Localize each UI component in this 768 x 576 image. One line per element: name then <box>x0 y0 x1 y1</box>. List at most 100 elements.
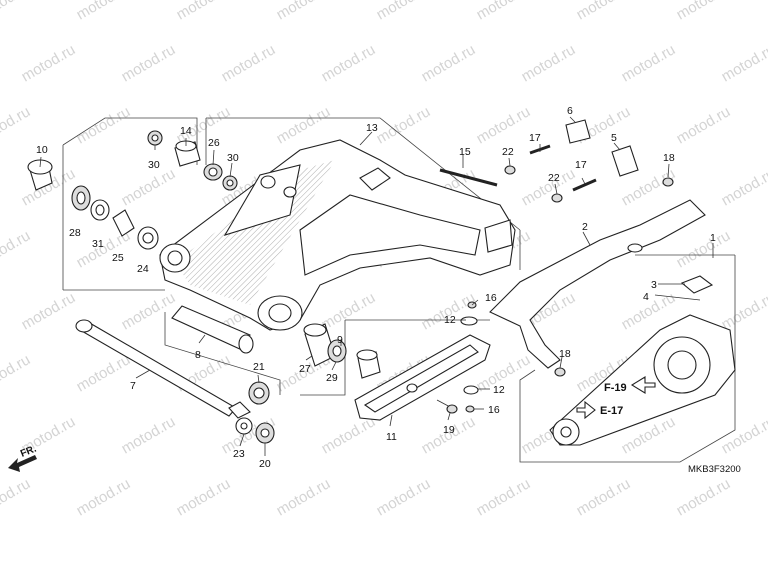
pivot-bolt-7 <box>75 319 251 419</box>
watermark-text: motod.ru <box>274 0 334 23</box>
callout-22a: 22 <box>502 146 514 158</box>
callout-11: 11 <box>386 431 397 443</box>
watermark-text: motod.ru <box>319 413 379 457</box>
watermark-text: motod.ru <box>119 165 179 209</box>
watermark-text: motod.ru <box>0 0 33 23</box>
chain-slider-11 <box>354 334 491 421</box>
watermark-text: motod.ru <box>174 475 234 519</box>
callout-4: 4 <box>643 291 649 303</box>
leader-lines <box>39 116 714 456</box>
watermark-text: motod.ru <box>674 103 734 147</box>
watermark-text: motod.ru <box>574 0 634 23</box>
callout-21: 21 <box>253 361 265 373</box>
watermark-text: motod.ru <box>474 475 534 519</box>
callout-30b: 30 <box>227 152 239 164</box>
callout-9: 9 <box>337 334 343 346</box>
callout-7: 7 <box>130 380 136 392</box>
callout-6: 6 <box>567 105 573 117</box>
callout-8: 8 <box>195 349 201 361</box>
watermark-text: motod.ru <box>19 41 79 85</box>
watermark-text: motod.ru <box>74 475 134 519</box>
callout-17b: 17 <box>575 159 587 171</box>
callout-10: 10 <box>36 144 48 156</box>
callout-23: 23 <box>233 448 245 460</box>
reference-arrows <box>576 376 656 420</box>
watermark-text: motod.ru <box>0 475 33 519</box>
reference-labels: F-19 E-17 FR. MKB3F3200 <box>19 382 741 475</box>
callout-18b: 18 <box>559 348 571 360</box>
callout-27: 27 <box>299 363 311 375</box>
callout-12b: 12 <box>493 384 505 396</box>
watermark-text: motod.ru <box>119 289 179 333</box>
watermark-text: motod.ru <box>19 289 79 333</box>
watermark-text: motod.ru <box>474 0 534 23</box>
watermark-text: motod.ru <box>719 289 768 333</box>
watermark-text: motod.ru <box>519 41 579 85</box>
callout-17a: 17 <box>529 132 541 144</box>
ref-arrow-f19 <box>630 376 656 394</box>
pivot-collar-8 <box>171 305 254 354</box>
callout-16a: 16 <box>485 292 497 304</box>
callout-16b: 16 <box>488 404 500 416</box>
callout-22b: 22 <box>548 172 560 184</box>
blocks <box>565 119 639 177</box>
front-arrow <box>8 455 37 472</box>
watermark-text: motod.ru <box>674 0 734 23</box>
watermark-text: motod.ru <box>419 289 479 333</box>
watermark-text: motod.ru <box>274 103 334 147</box>
swingarm <box>159 139 516 331</box>
callout-31: 31 <box>92 238 104 250</box>
callout-18a: 18 <box>663 152 675 164</box>
watermark-text: motod.ru <box>74 103 134 147</box>
watermark-text: motod.ru <box>0 351 33 395</box>
callout-25: 25 <box>112 252 124 264</box>
watermark-text: motod.ru <box>674 475 734 519</box>
watermark-text: motod.ru <box>474 103 534 147</box>
watermark-text: motod.ru <box>274 475 334 519</box>
ref-e17: E-17 <box>600 405 623 417</box>
pivot-hardware <box>235 381 275 444</box>
callout-1: 1 <box>710 232 716 244</box>
watermark-text: motod.ru <box>0 227 33 271</box>
callout-3: 3 <box>651 279 657 291</box>
watermark-text: motod.ru <box>674 227 734 271</box>
watermark-text: motod.ru <box>74 351 134 395</box>
callout-29: 29 <box>326 372 338 384</box>
watermark-text: motod.ru <box>719 165 768 209</box>
callout-26: 26 <box>208 137 220 149</box>
watermark-text: motod.ru <box>374 103 434 147</box>
watermark-text: motod.ru <box>74 0 134 23</box>
watermark-text: motod.ru <box>619 41 679 85</box>
watermark-text: motod.ru <box>119 41 179 85</box>
watermark-text: motod.ru <box>0 103 33 147</box>
watermark-text: motod.ru <box>174 0 234 23</box>
slider-hardware <box>436 301 479 414</box>
chain-case-2 <box>489 177 706 377</box>
callout-2: 2 <box>582 221 588 233</box>
watermark-text: motod.ru <box>574 475 634 519</box>
callout-20: 20 <box>259 458 271 470</box>
callout-19: 19 <box>443 424 455 436</box>
watermark-text: motod.ru <box>374 0 434 23</box>
ref-f19: F-19 <box>604 382 627 394</box>
watermark-text: motod.ru <box>319 289 379 333</box>
watermark-text: motod.ru <box>419 41 479 85</box>
callout-30a: 30 <box>148 159 160 171</box>
callout-labels: 10 30 14 26 30 13 15 17 22 6 5 18 17 22 … <box>36 105 716 470</box>
diagram-code: MKB3F3200 <box>688 464 741 475</box>
bearings-left <box>71 185 159 250</box>
callout-14: 14 <box>180 125 192 137</box>
watermark-text: motod.ru <box>219 41 279 85</box>
callout-15: 15 <box>459 146 471 158</box>
watermark-text: motod.ru <box>374 475 434 519</box>
collar-14 <box>147 130 238 191</box>
watermark-text: motod.ru <box>719 41 768 85</box>
bearings-right <box>303 323 347 367</box>
watermark-text: motod.ru <box>119 413 179 457</box>
ref-arrow-e17 <box>576 400 596 420</box>
watermark-text: motod.ru <box>319 41 379 85</box>
callout-12a: 12 <box>444 314 456 326</box>
callout-28: 28 <box>69 227 81 239</box>
